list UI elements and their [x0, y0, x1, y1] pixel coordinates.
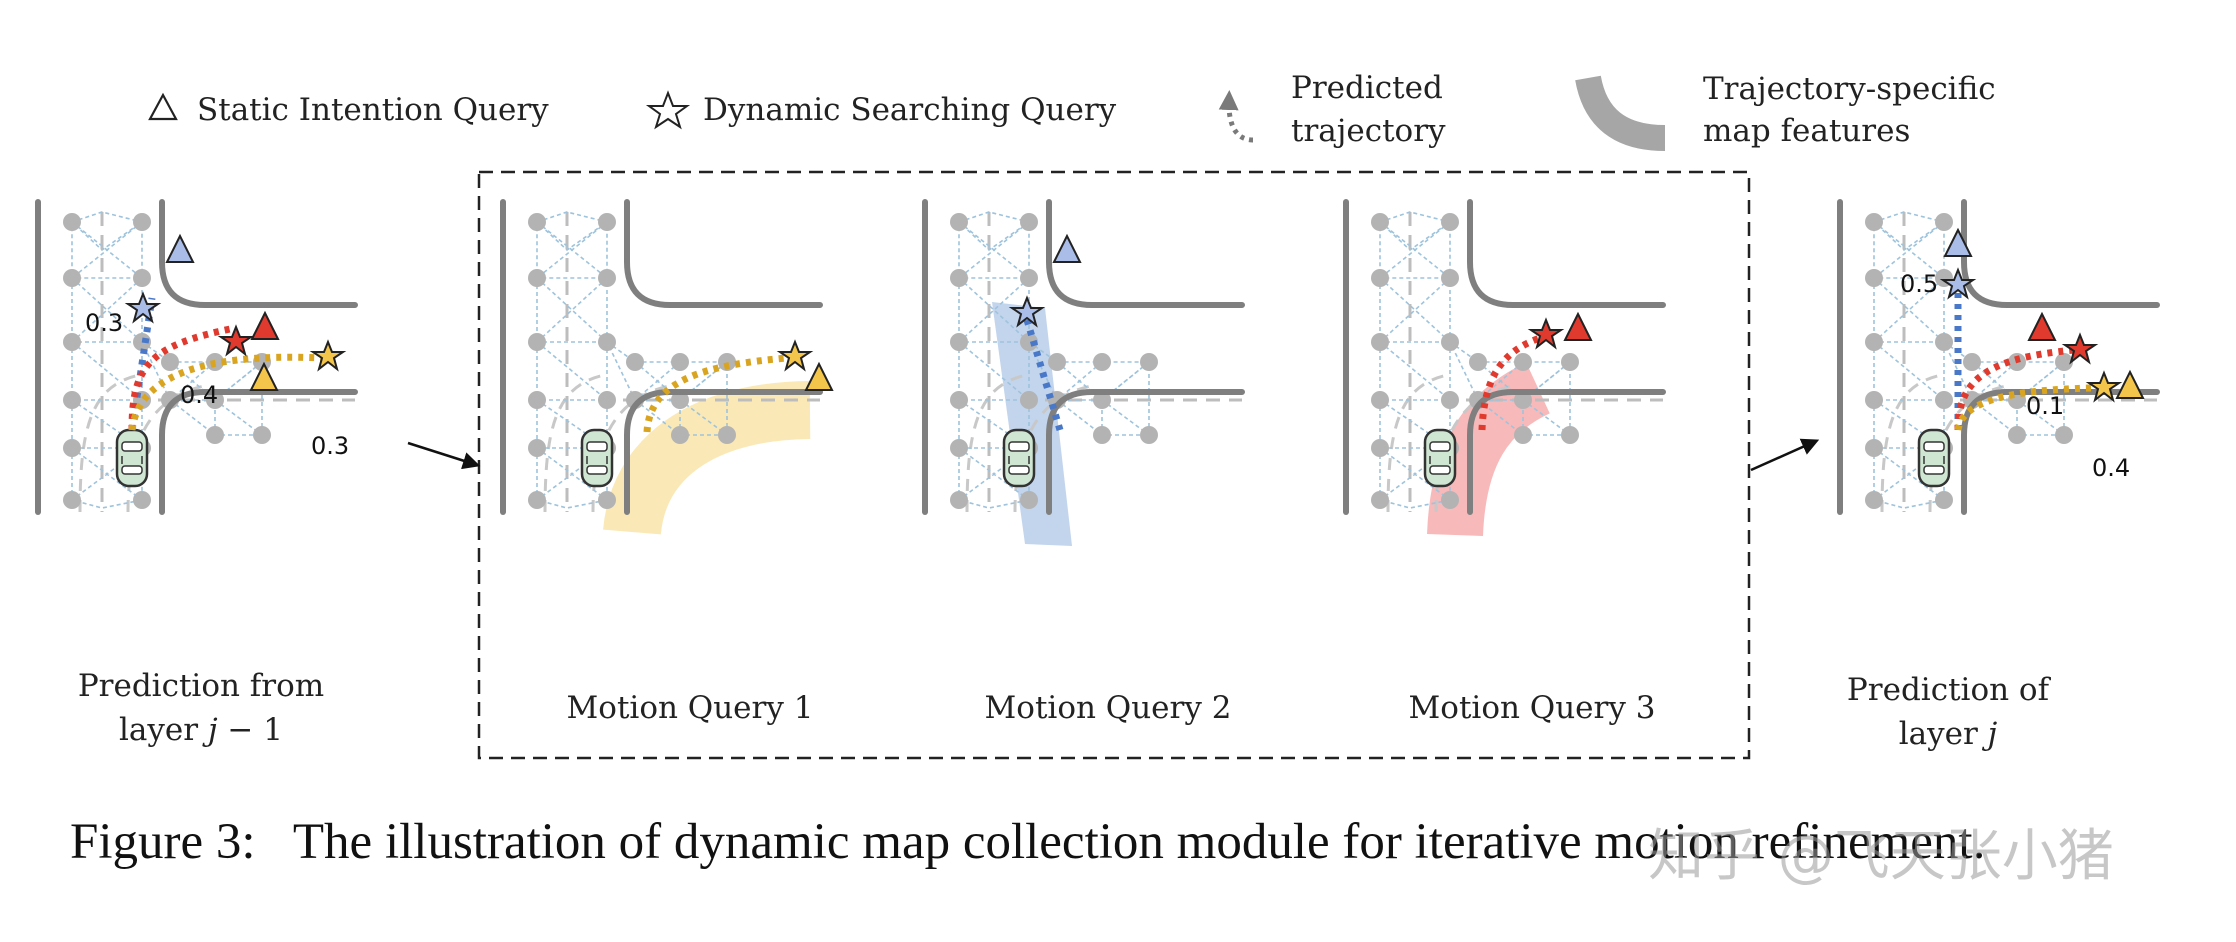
- map-feature-highlight-yellow: [603, 381, 811, 536]
- arrow-out-of-box: [1750, 438, 1820, 472]
- red-intention-triangle: [250, 310, 280, 340]
- legend-map-features-line2: map features: [1703, 113, 1910, 149]
- red-search-star: [1527, 317, 1565, 350]
- blue-intention-triangle: [1943, 227, 1973, 257]
- panel-motion-query-2: [925, 202, 1242, 546]
- score-yellow: 0.3: [311, 432, 349, 460]
- map-feature-swatch-icon: [1575, 75, 1666, 151]
- panel-motion-query-1: [503, 202, 834, 536]
- yellow-search-star: [2085, 370, 2123, 403]
- red-intention-triangle: [1563, 311, 1593, 341]
- triangle-icon: [148, 92, 178, 121]
- label-motion-query-3: Motion Query 3: [1409, 690, 1656, 726]
- panel-prediction-from-previous-layer: 0.3 0.4 0.3: [38, 202, 355, 512]
- blue-intention-triangle: [165, 233, 195, 263]
- yellow-search-star: [309, 339, 347, 372]
- red-trajectory: [1478, 334, 1542, 431]
- legend: Static Intention Query Dynamic Searching…: [148, 70, 1996, 151]
- yellow-trajectory: [1954, 384, 2093, 431]
- legend-predicted-line1: Predicted: [1291, 70, 1443, 106]
- label-motion-query-2: Motion Query 2: [985, 690, 1232, 726]
- legend-predicted-line2: trajectory: [1291, 113, 1446, 149]
- figure-caption: Figure 3: The illustration of dynamic ma…: [70, 814, 1985, 870]
- yellow-trajectory: [128, 353, 323, 431]
- yellow-intention-triangle: [249, 361, 279, 391]
- score-blue: 0.3: [85, 309, 123, 337]
- score-blue: 0.5: [1900, 270, 1938, 298]
- red-search-star: [2061, 332, 2099, 365]
- label-prediction-from-line1: Prediction from: [78, 668, 324, 704]
- watermark: 知乎 @飞天张小猪: [1648, 824, 2114, 889]
- score-red: 0.4: [180, 381, 218, 409]
- panel-motion-query-3: [1346, 202, 1663, 537]
- blue-trajectory: [1023, 318, 1064, 432]
- blue-search-star: [1939, 267, 1977, 300]
- panel-prediction-of-layer: 0.5 0.1 0.4: [1840, 202, 2157, 512]
- label-prediction-of-line2: layer j: [1899, 716, 1998, 752]
- red-search-star: [217, 324, 255, 357]
- label-prediction-of-line1: Prediction of: [1847, 672, 2052, 708]
- arrow-into-box: [407, 441, 481, 470]
- score-yellow: 0.4: [2092, 454, 2130, 482]
- yellow-trajectory: [643, 354, 788, 433]
- blue-search-star: [124, 291, 162, 324]
- red-trajectory: [128, 324, 236, 431]
- legend-dynamic-query: Dynamic Searching Query: [703, 92, 1117, 128]
- red-intention-triangle: [2027, 311, 2057, 341]
- score-red: 0.1: [2026, 392, 2064, 420]
- dotted-arrow-icon: [1218, 90, 1254, 143]
- legend-map-features-line1: Trajectory-specific: [1703, 71, 1996, 107]
- blue-intention-triangle: [1052, 233, 1082, 263]
- label-prediction-from-line2: layer j − 1: [119, 712, 283, 748]
- yellow-intention-triangle: [2115, 369, 2145, 399]
- blue-search-star: [1008, 295, 1046, 328]
- yellow-intention-triangle: [804, 361, 834, 391]
- yellow-search-star: [776, 339, 814, 372]
- label-motion-query-1: Motion Query 1: [567, 690, 814, 726]
- star-icon: [645, 90, 691, 130]
- legend-static-query: Static Intention Query: [197, 92, 549, 128]
